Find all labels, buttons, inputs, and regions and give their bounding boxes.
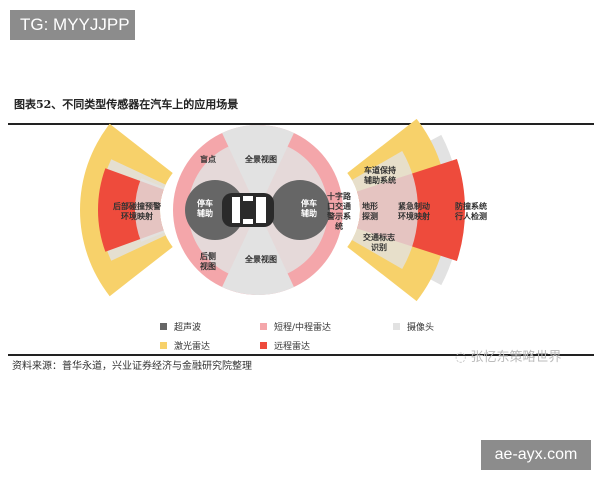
legend-label: 激光雷达 bbox=[174, 340, 210, 352]
legend-label: 超声波 bbox=[174, 321, 201, 333]
label-rear-side: 视图 bbox=[200, 261, 216, 271]
wechat-name: 张忆东策略世界 bbox=[470, 350, 562, 365]
label-surround-top: 全景视图 bbox=[244, 154, 277, 164]
label-emergency-brake: 紧急制动 bbox=[398, 201, 430, 211]
legend-swatch bbox=[160, 342, 167, 349]
label-rear-collision: 环境映射 bbox=[121, 211, 153, 221]
wechat-watermark: ◌ 张忆东策略世界 bbox=[455, 346, 562, 365]
label-lane-keep: 辅助系统 bbox=[364, 175, 396, 185]
surround-view-top bbox=[222, 125, 294, 210]
car-icon bbox=[222, 193, 274, 227]
label-park-right: 辅助 bbox=[301, 208, 317, 218]
source-note: 资料来源：普华永道，兴业证券经济与金融研究院整理 bbox=[12, 361, 252, 372]
watermark-bottom: ae-ayx.com bbox=[481, 440, 591, 470]
label-pedestrian: 防撞系统 bbox=[455, 201, 487, 211]
figure-title: 图表52、不同类型传感器在汽车上的应用场景 bbox=[14, 98, 239, 111]
label-rear-collision: 后部碰撞预警 bbox=[113, 201, 161, 211]
label-surround-bottom: 全景视图 bbox=[244, 254, 277, 264]
label-park-left: 辅助 bbox=[197, 208, 213, 218]
camera-front bbox=[351, 151, 418, 269]
label-rear-side: 后侧 bbox=[200, 251, 216, 261]
bottom-rule bbox=[8, 354, 594, 356]
legend-swatch bbox=[260, 323, 267, 330]
label-park-left: 停车 bbox=[197, 198, 213, 208]
legend-label: 摄像头 bbox=[407, 321, 434, 333]
top-rule bbox=[8, 123, 594, 125]
label-terrain: 地形 bbox=[362, 201, 378, 211]
label-cross-traffic: 统 bbox=[335, 221, 343, 231]
surround-view-bottom bbox=[222, 210, 294, 296]
label-cross-traffic: 警示系 bbox=[326, 211, 351, 221]
legend-swatch bbox=[260, 342, 267, 349]
wechat-icon: ◌ bbox=[455, 350, 471, 365]
label-emergency-brake: 环境映射 bbox=[398, 211, 430, 221]
label-terrain: 探测 bbox=[362, 211, 378, 221]
watermark-top: TG: MYYJJPP bbox=[10, 10, 135, 40]
label-blind-spot: 盲点 bbox=[200, 154, 216, 164]
label-cross-traffic: 口交通 bbox=[327, 201, 351, 211]
legend-swatch bbox=[393, 323, 400, 330]
label-sign-recognition: 交通标志 bbox=[363, 232, 395, 242]
label-pedestrian: 行人检测 bbox=[454, 211, 487, 221]
legend-swatch bbox=[160, 323, 167, 330]
legend-label: 远程雷达 bbox=[274, 340, 310, 352]
label-park-right: 停车 bbox=[301, 198, 317, 208]
label-cross-traffic: 十字路 bbox=[327, 191, 352, 201]
ultrasonic-right bbox=[270, 180, 330, 240]
camera-rear-inner bbox=[135, 178, 165, 242]
legend-label: 短程/中程雷达 bbox=[274, 321, 331, 333]
label-lane-keep: 车道保持 bbox=[364, 165, 396, 175]
label-sign-recognition: 识别 bbox=[371, 242, 387, 252]
